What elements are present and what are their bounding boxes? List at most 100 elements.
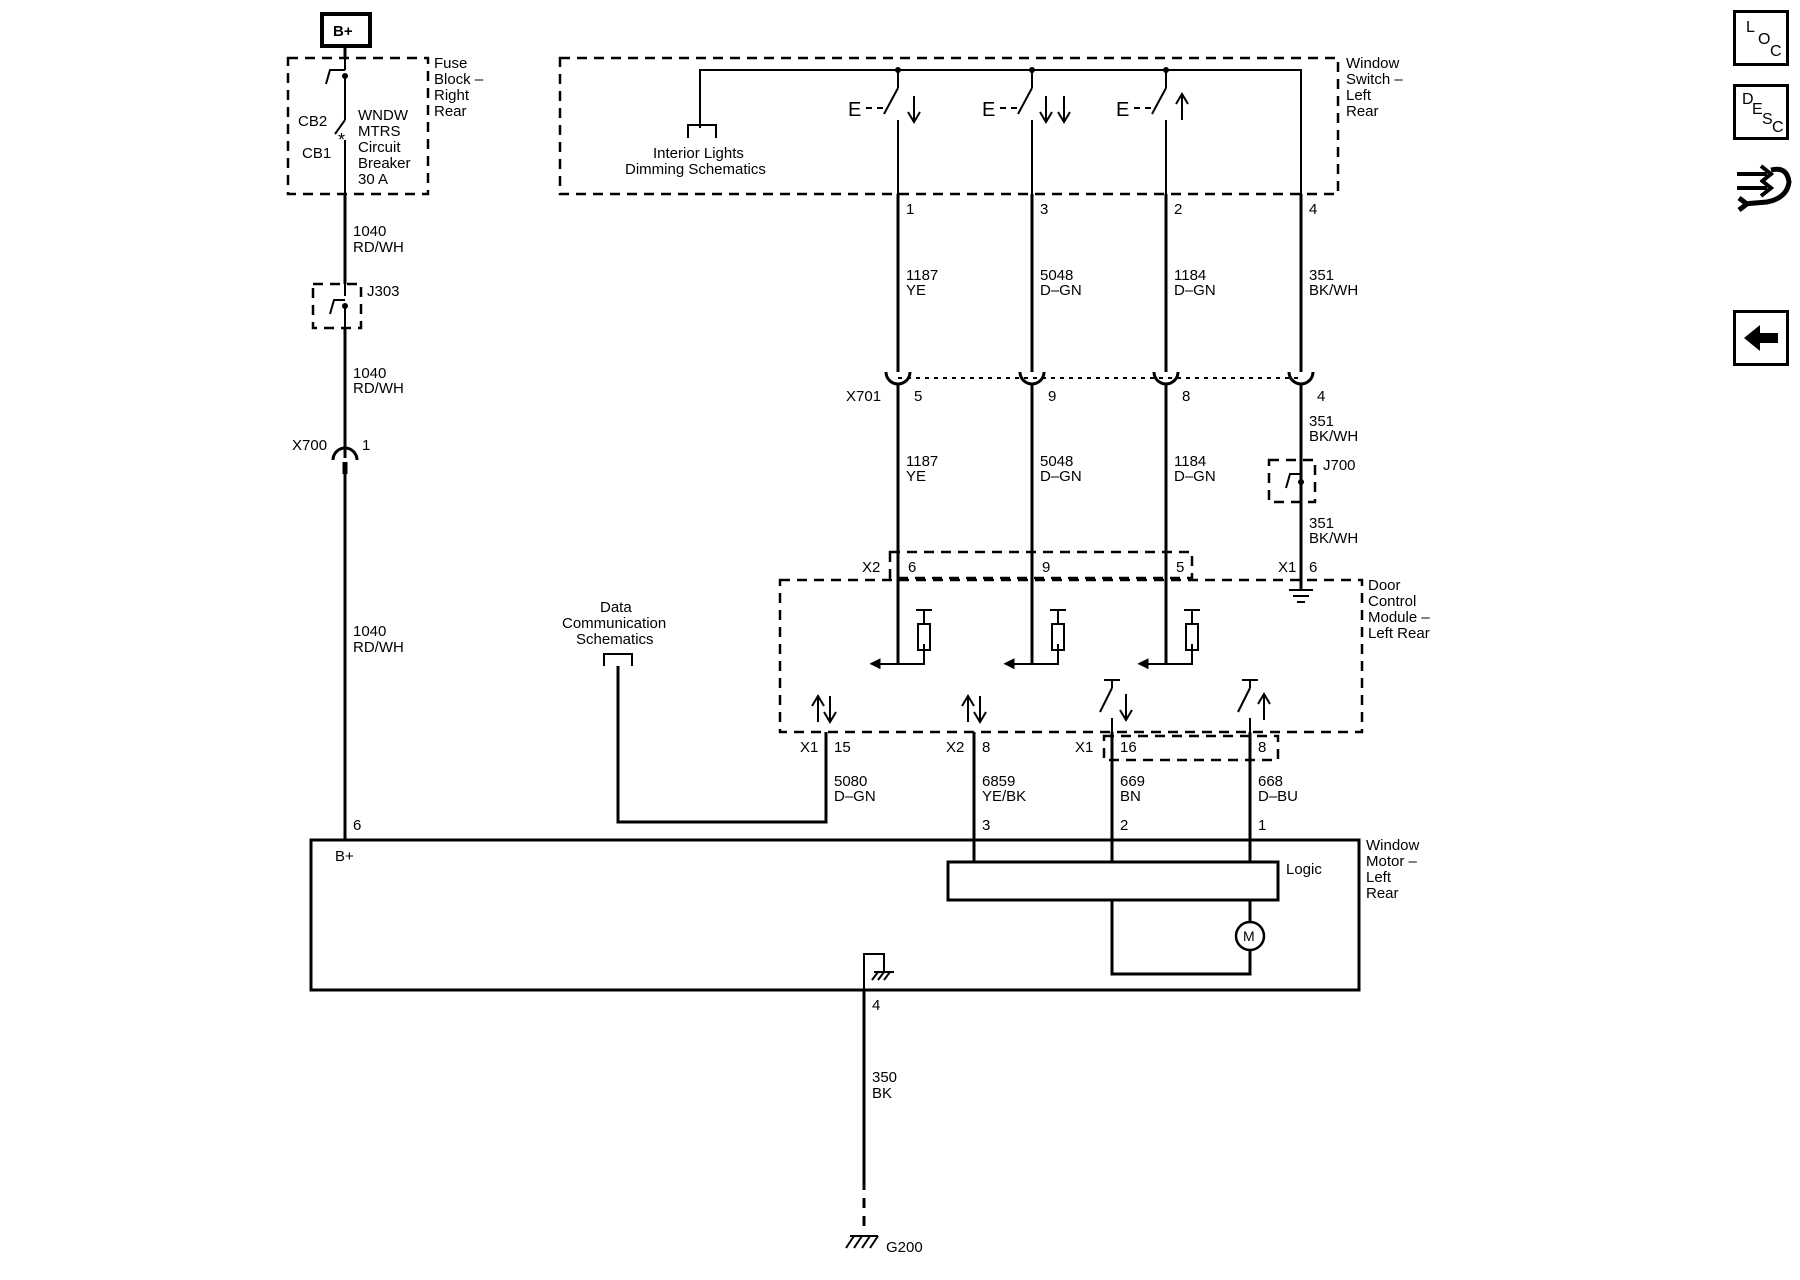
window-switch-box	[558, 56, 1340, 196]
svg-text:Control: Control	[1368, 593, 1416, 610]
motor-icon: M	[1234, 920, 1266, 952]
svg-text:1184: 1184	[1174, 267, 1206, 284]
svg-text:X1: X1	[1075, 739, 1093, 756]
svg-text:6: 6	[1309, 559, 1317, 576]
dcm-box	[778, 578, 1364, 734]
svg-text:D–GN: D–GN	[1174, 468, 1216, 485]
svg-text:X2: X2	[946, 739, 964, 756]
svg-text:BK: BK	[872, 1085, 892, 1102]
cb1-label: CB1	[302, 145, 331, 162]
svg-text:Communication: Communication	[562, 615, 666, 632]
circuit-breaker-icon: *	[325, 58, 348, 194]
input-resistor-icon	[869, 609, 932, 669]
output-switch-up-icon	[1237, 679, 1271, 732]
svg-text:1187: 1187	[906, 267, 938, 284]
back-button[interactable]	[1733, 310, 1789, 366]
svg-text:5: 5	[914, 388, 922, 405]
svg-text:4: 4	[1309, 201, 1317, 218]
svg-text:Data: Data	[600, 599, 632, 616]
fuse-block-box	[286, 56, 430, 196]
svg-text:30 A: 30 A	[358, 171, 388, 188]
svg-text:Window: Window	[1346, 55, 1400, 72]
description-button[interactable]: D E S C	[1733, 84, 1789, 140]
dcm-x2-label: X2	[862, 559, 880, 576]
svg-text:*: *	[338, 130, 345, 150]
j700-label: J700	[1323, 457, 1356, 474]
svg-text:D–GN: D–GN	[1040, 282, 1082, 299]
data-comm-connector-icon	[603, 653, 633, 666]
j303-box	[311, 282, 363, 330]
svg-text:9: 9	[1048, 388, 1056, 405]
svg-text:668: 668	[1258, 773, 1283, 790]
svg-text:Motor –: Motor –	[1366, 853, 1418, 870]
dcm-label: Door Control Module – Left Rear	[1368, 577, 1430, 642]
svg-text:RD/WH: RD/WH	[353, 239, 404, 256]
svg-text:4: 4	[872, 997, 880, 1014]
svg-text:BK/WH: BK/WH	[1309, 282, 1358, 299]
svg-text:351: 351	[1309, 267, 1334, 284]
logic-label: Logic	[1286, 861, 1322, 878]
switch-up-icon: E	[1116, 67, 1189, 194]
svg-text:Right: Right	[434, 87, 470, 104]
svg-text:6859: 6859	[982, 773, 1015, 790]
splice-j700-icon	[1285, 473, 1304, 489]
window-motor-label: Window Motor – Left Rear	[1366, 837, 1420, 902]
internal-ground-icon	[863, 953, 894, 990]
svg-text:5048: 5048	[1040, 453, 1073, 470]
svg-text:9: 9	[1042, 559, 1050, 576]
svg-text:1040: 1040	[353, 623, 386, 640]
input-resistor-icon	[1003, 609, 1066, 669]
fuse-block-label: Fuse Block – Right Rear	[434, 55, 484, 120]
input-resistor-icon	[1137, 609, 1200, 669]
arrow-left-icon	[1744, 325, 1778, 351]
dcm-x2-connector-box	[888, 550, 1194, 580]
cb2-label: CB2	[298, 113, 327, 130]
svg-text:Block –: Block –	[434, 71, 484, 88]
svg-text:BN: BN	[1120, 788, 1141, 805]
svg-text:4: 4	[1317, 388, 1325, 405]
svg-text:YE: YE	[906, 282, 926, 299]
interior-lights-ref: Interior Lights	[653, 145, 744, 162]
svg-text:E: E	[982, 99, 995, 121]
svg-text:Schematics: Schematics	[576, 631, 654, 648]
svg-text:1040: 1040	[353, 365, 386, 382]
svg-text:2: 2	[1174, 201, 1182, 218]
x701-label: X701	[846, 388, 881, 405]
switch-bus-wire	[699, 69, 1302, 194]
splice-j303-icon	[329, 284, 348, 328]
svg-text:8: 8	[1258, 739, 1266, 756]
motor-wire-loop	[1110, 900, 1252, 976]
svg-text:Left: Left	[1366, 869, 1392, 886]
svg-text:3: 3	[1040, 201, 1048, 218]
bidirectional-data-icon	[961, 694, 987, 724]
svg-text:Door: Door	[1368, 577, 1401, 594]
location-button[interactable]: L O C	[1733, 10, 1789, 66]
svg-text:351: 351	[1309, 515, 1334, 532]
repair-procedures-icon[interactable]	[1733, 158, 1793, 218]
svg-text:Switch –: Switch –	[1346, 71, 1403, 88]
data-communication-ref: Data Communication Schematics	[562, 599, 666, 648]
svg-text:Rear: Rear	[1346, 103, 1379, 120]
output-switch-down-icon	[1099, 679, 1133, 732]
svg-text:6: 6	[353, 817, 361, 834]
svg-text:BK/WH: BK/WH	[1309, 428, 1358, 445]
battery-label: B+	[333, 23, 353, 40]
svg-text:Circuit: Circuit	[358, 139, 401, 156]
svg-text:M: M	[1243, 928, 1255, 944]
svg-text:D–GN: D–GN	[1040, 468, 1082, 485]
svg-text:RD/WH: RD/WH	[353, 639, 404, 656]
svg-text:YE/BK: YE/BK	[982, 788, 1026, 805]
logic-block	[946, 860, 1280, 902]
chassis-ground-icon	[1289, 589, 1313, 603]
x700-label: X700	[292, 437, 327, 454]
svg-text:Breaker: Breaker	[358, 155, 411, 172]
svg-text:15: 15	[834, 739, 851, 756]
svg-text:E: E	[1116, 99, 1129, 121]
svg-text:Rear: Rear	[1366, 885, 1399, 902]
svg-text:MTRS: MTRS	[358, 123, 401, 140]
svg-text:D–BU: D–BU	[1258, 788, 1298, 805]
j303-label: J303	[367, 283, 400, 300]
svg-text:Dimming Schematics: Dimming Schematics	[625, 161, 766, 178]
svg-text:D–GN: D–GN	[1174, 282, 1216, 299]
